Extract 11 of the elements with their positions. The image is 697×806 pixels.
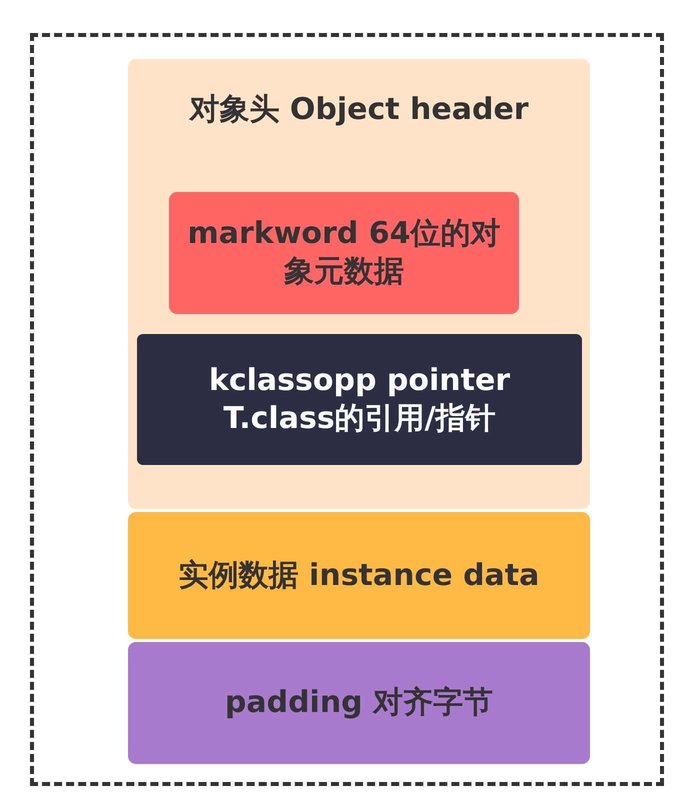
block-label: kclassopp pointer T.class的引用/指针 [208, 362, 512, 438]
block [169, 192, 519, 314]
block [128, 512, 590, 639]
block-label: 实例数据 instance data [178, 556, 540, 594]
block-label: padding 对齐字节 [224, 684, 494, 722]
block [128, 642, 590, 764]
header-panel [128, 59, 590, 509]
block-label: markword 64位的对象元数据 [186, 215, 502, 291]
dashed-frame [30, 33, 664, 786]
block [137, 334, 582, 465]
block-label: 对象头 Object header [188, 91, 530, 129]
